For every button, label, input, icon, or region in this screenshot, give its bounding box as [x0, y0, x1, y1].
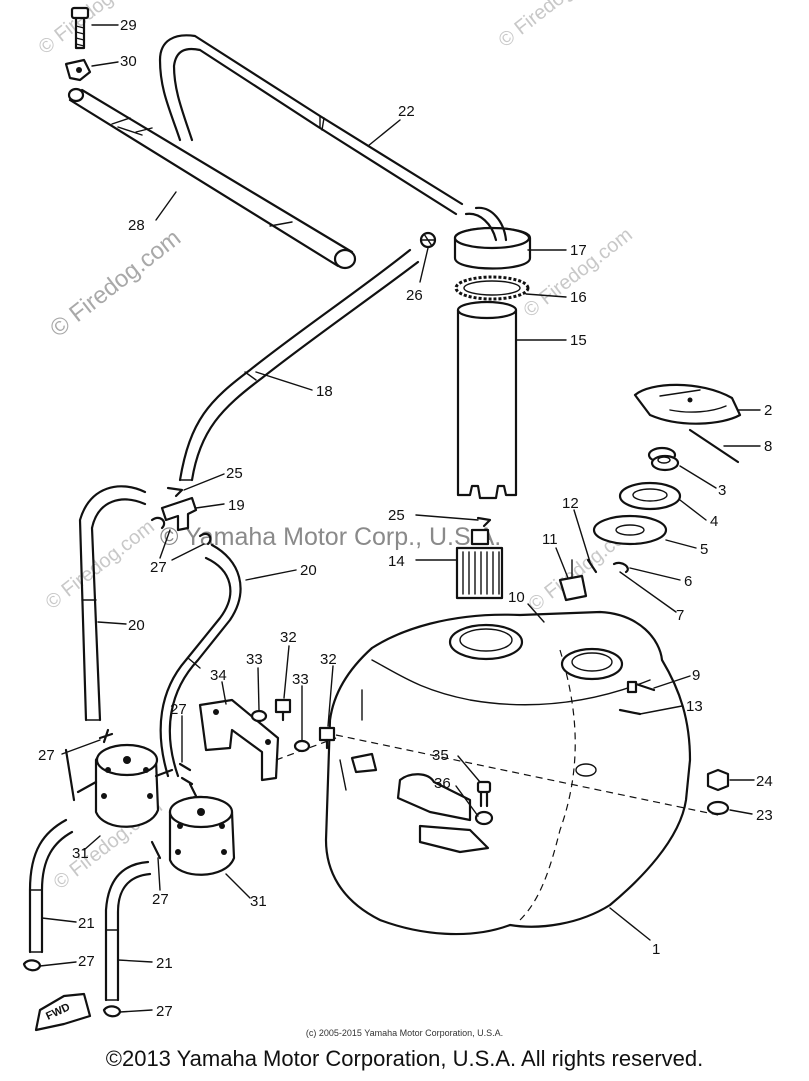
callout-32-lower: 32: [320, 651, 337, 668]
part-33-washer-lower: [293, 739, 311, 753]
part-29-bolt: [70, 6, 90, 50]
callout-5: 5: [700, 541, 708, 558]
watermark-top-right: © Firedog.com: [495, 0, 612, 52]
callout-32-upper: 32: [280, 629, 297, 646]
callout-8: 8: [764, 438, 772, 455]
small-copyright-text: (c) 2005-2015 Yamaha Motor Corporation, …: [305, 1028, 504, 1038]
part-28-handle-pipe: [67, 87, 357, 270]
callout-27-mid: 27: [170, 701, 187, 718]
callout-layer: 29 30 22 28 17 26 16 15 2 8 3 4 5 6 7 18…: [38, 17, 773, 1020]
callout-24: 24: [756, 773, 773, 790]
callout-33-lower: 33: [292, 671, 309, 688]
part-16-oring: [454, 275, 530, 301]
part-18-hose: [178, 248, 420, 482]
callout-27-left: 27: [38, 747, 55, 764]
part-2-bracket: [633, 383, 742, 425]
fwd-arrow-tag: FWD: [34, 992, 92, 1032]
callout-33-upper: 33: [246, 651, 263, 668]
callout-13: 13: [686, 698, 703, 715]
callout-28: 28: [128, 217, 145, 234]
callout-10: 10: [508, 589, 525, 606]
part-14-strainer: [455, 528, 504, 600]
callout-16: 16: [570, 289, 587, 306]
part-20-hose-left: [78, 485, 147, 722]
part-26-spring: [419, 231, 437, 249]
callout-36: 36: [434, 775, 451, 792]
callout-35: 35: [432, 747, 449, 764]
callout-29: 29: [120, 17, 137, 34]
callout-31-left: 31: [72, 845, 89, 862]
part-33-washer-upper: [250, 709, 268, 723]
part-5-gasket: [592, 514, 668, 546]
callout-18: 18: [316, 383, 333, 400]
callout-9: 9: [692, 667, 700, 684]
part-32-screw-lower: [318, 726, 336, 750]
callout-30: 30: [120, 53, 137, 70]
callout-12: 12: [562, 495, 579, 512]
part-36-grommet: [474, 810, 494, 826]
callout-27-lowmid: 27: [152, 891, 169, 908]
callout-31-right: 31: [250, 893, 267, 910]
part-20-hose-right: [159, 543, 242, 778]
part-11-valve: [558, 559, 588, 602]
callout-23: 23: [756, 807, 773, 824]
part-35-bolt: [476, 780, 492, 808]
part-32-screw-upper: [274, 698, 292, 722]
callout-21-right: 21: [156, 955, 173, 972]
part-1-fuel-tank: [324, 610, 719, 936]
part-3-washer: [647, 446, 680, 472]
part-22-hose: [158, 34, 464, 216]
callout-22: 22: [398, 103, 415, 120]
part-19-tee-fitting: [160, 496, 198, 532]
callout-21-left: 21: [78, 915, 95, 932]
callout-25: 25: [226, 465, 243, 482]
callout-4: 4: [710, 513, 718, 530]
callout-27-bottom-left: 27: [78, 953, 95, 970]
callout-26: 26: [406, 287, 423, 304]
callout-6: 6: [684, 573, 692, 590]
part-31-pump-left: [76, 743, 174, 828]
callout-11: 11: [542, 531, 558, 548]
part-23-washer: [706, 800, 730, 816]
callout-14: 14: [388, 553, 405, 570]
watermark-left-main: © Firedog.com: [45, 224, 186, 342]
part-6-oring: [612, 561, 629, 574]
callout-20-right: 20: [300, 562, 317, 579]
callout-3: 3: [718, 482, 726, 499]
callout-25-lower: 25: [388, 507, 405, 524]
callout-17: 17: [570, 242, 587, 259]
footer-copyright: ©2013 Yamaha Motor Corporation, U.S.A. A…: [105, 1046, 704, 1071]
part-25-clip-lower: [476, 516, 492, 528]
callout-27-bottom-right: 27: [156, 1003, 173, 1020]
part-34-bracket: [198, 698, 337, 782]
callout-27-upper: 27: [150, 559, 167, 576]
watermark-center: © Yamaha Motor Corp., U.S.A.: [160, 523, 501, 551]
part-21-hose-right: [104, 860, 152, 1002]
callout-15: 15: [570, 332, 587, 349]
part-30-clamp: [64, 58, 92, 82]
part-25-clip-upper: [166, 486, 184, 498]
part-17-cap: [453, 206, 532, 270]
part-4-cap: [618, 481, 682, 511]
callout-1: 1: [652, 941, 660, 958]
callout-2: 2: [764, 402, 772, 419]
part-9-bolt: [626, 680, 656, 694]
watermark-right-mid: © Firedog.com: [520, 224, 637, 322]
part-31-pump-right: [168, 782, 236, 876]
part-15-filter-bowl: [456, 300, 518, 500]
watermark-left-low: © Firedog.com: [42, 516, 159, 614]
part-24-nut: [706, 768, 730, 792]
part-13-washer: [618, 708, 642, 716]
part-8-pin: [688, 428, 740, 464]
callout-34: 34: [210, 667, 227, 684]
part-21-hose-left: [28, 818, 74, 954]
callout-20-left: 20: [128, 617, 145, 634]
callout-19: 19: [228, 497, 245, 514]
callout-7: 7: [676, 607, 684, 624]
